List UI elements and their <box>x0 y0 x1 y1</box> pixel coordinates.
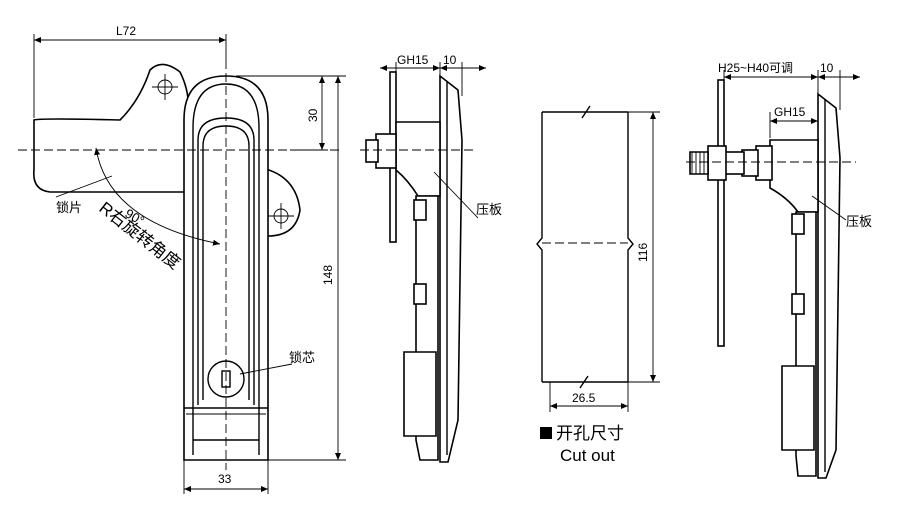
label-lock-core: 锁芯 <box>289 350 315 365</box>
dim-l72: L72 <box>116 24 136 38</box>
label-press-plate-right: 压板 <box>846 214 872 229</box>
dim-h-range: H25~H40可调 <box>718 61 793 75</box>
dim-26-5: 26.5 <box>572 391 596 405</box>
dim-10-right: 10 <box>820 61 834 75</box>
side-view: GH15 10 压板 <box>360 53 502 463</box>
front-view: L72 30 148 33 锁片 90° R右旋转角度 锁芯 <box>18 24 346 494</box>
dim-gh15-side: GH15 <box>397 53 429 67</box>
right-side-view: H25~H40可调 10 GH15 压板 <box>686 61 872 479</box>
dim-10-side: 10 <box>443 53 457 67</box>
cutout-view: 116 26.5 开孔尺寸 Cut out <box>536 105 660 465</box>
dim-gh15-right: GH15 <box>774 105 806 119</box>
label-press-plate-side: 压板 <box>476 202 502 217</box>
lower-ear-shape <box>261 166 301 237</box>
dim-30: 30 <box>306 108 320 122</box>
label-cutout-en: Cut out <box>560 446 615 465</box>
label-cutout-cn: 开孔尺寸 <box>556 424 624 443</box>
dim-148: 148 <box>321 265 335 285</box>
label-lock-plate: 锁片 <box>56 200 82 215</box>
label-rotation: R右旋转角度 <box>96 198 184 273</box>
cutout-marker-square <box>540 427 552 439</box>
dim-116: 116 <box>636 243 650 262</box>
dim-33: 33 <box>218 472 232 486</box>
